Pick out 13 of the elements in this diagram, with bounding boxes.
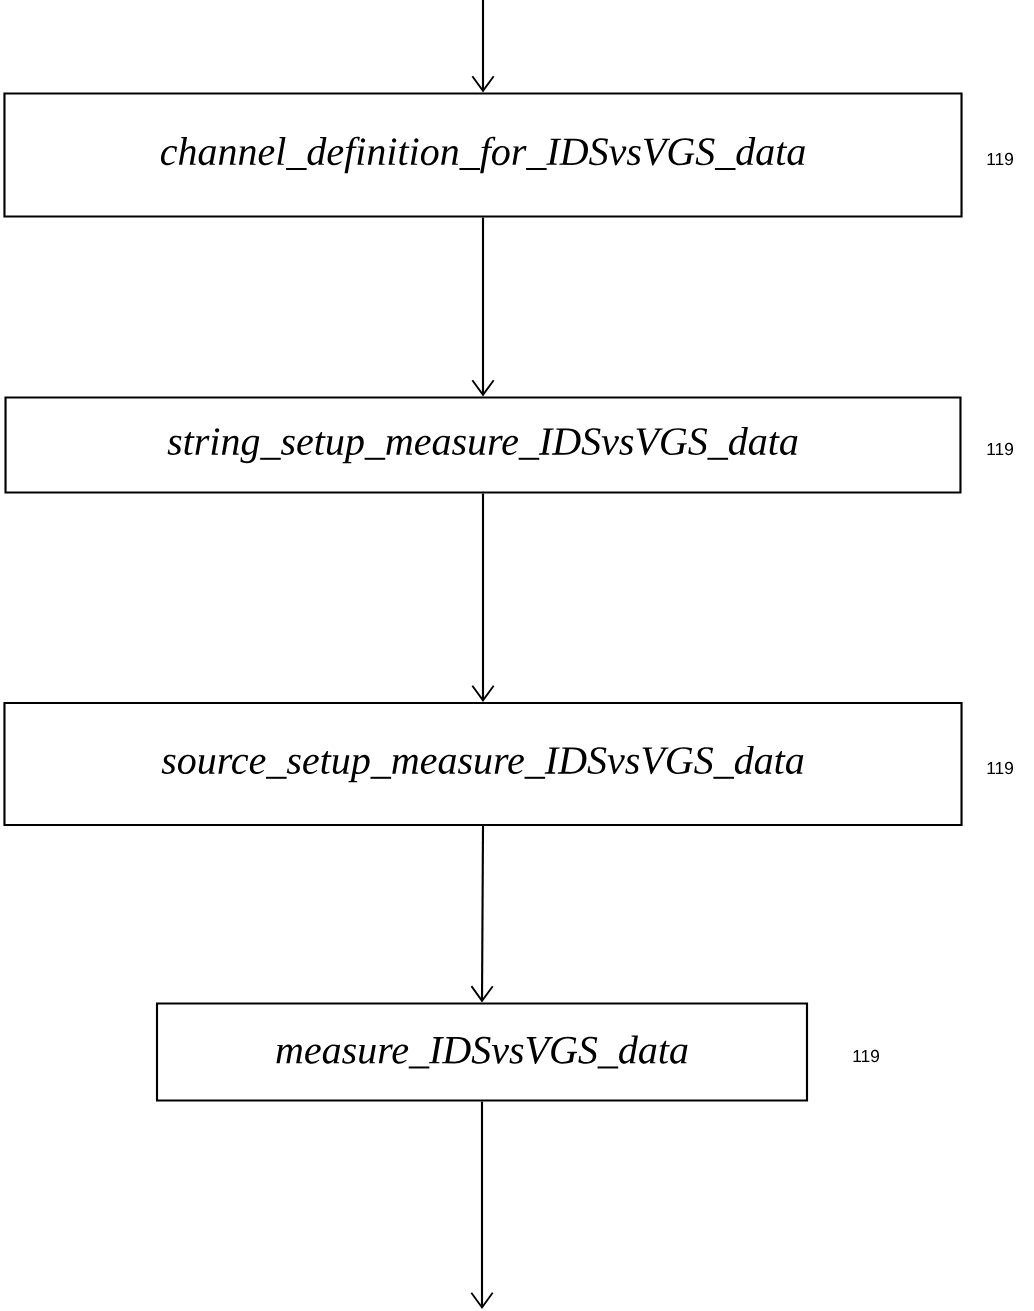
arrow bbox=[471, 0, 495, 93]
arrow bbox=[471, 217, 495, 397]
reference-number: 119 bbox=[987, 761, 1013, 775]
arrow bbox=[471, 493, 495, 702]
arrow bbox=[470, 826, 494, 1003]
process-box: channel_definition_for_IDSvsVGS_data bbox=[3, 92, 963, 218]
reference-number: 119 bbox=[853, 1049, 879, 1063]
process-box: string_setup_measure_IDSvsVGS_data bbox=[4, 396, 962, 494]
process-box: measure_IDSvsVGS_data bbox=[155, 1002, 809, 1102]
reference-number: 119 bbox=[987, 152, 1013, 166]
process-box: source_setup_measure_IDSvsVGS_data bbox=[3, 701, 963, 827]
reference-number: 119 bbox=[987, 442, 1013, 456]
arrow bbox=[470, 1101, 494, 1309]
